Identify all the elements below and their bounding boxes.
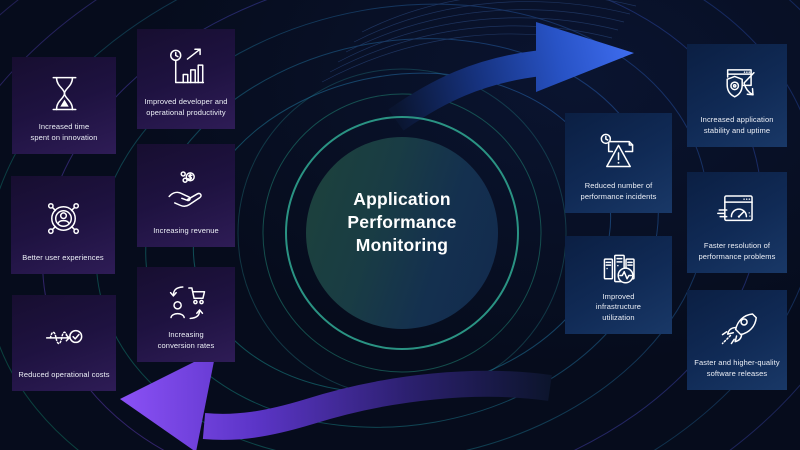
card-better-user-experiences: Better user experiences bbox=[11, 176, 115, 274]
conversion-cart-icon bbox=[164, 275, 209, 330]
card-faster-problem-resolution: Faster resolution of performance problem… bbox=[687, 172, 787, 273]
cost-reduction-icon bbox=[42, 303, 87, 370]
card-increasing-conversion-rates: Increasing conversion rates bbox=[137, 267, 235, 362]
card-label: Increased time spent on innovation bbox=[30, 122, 98, 142]
user-network-icon bbox=[41, 184, 86, 253]
card-reduced-performance-incidents: Reduced number of performance incidents bbox=[565, 113, 672, 213]
title-line-1: Application bbox=[353, 188, 451, 209]
card-label: Increased application stability and upti… bbox=[700, 115, 774, 135]
center-ring bbox=[285, 116, 519, 350]
card-label: Reduced operational costs bbox=[18, 369, 110, 379]
purple-flow-arrow bbox=[120, 351, 552, 450]
card-label: Improved infrastructure utilization bbox=[595, 291, 642, 322]
card-faster-software-releases: Faster and higher-quality software relea… bbox=[687, 290, 787, 390]
diagram-title: Application Performance Monitoring bbox=[306, 137, 498, 329]
card-application-stability-uptime: Increased application stability and upti… bbox=[687, 44, 787, 147]
card-increased-innovation-time: Increased time spent on innovation bbox=[12, 57, 116, 154]
rocket-icon bbox=[715, 298, 760, 358]
productivity-chart-icon bbox=[164, 37, 209, 97]
incident-alert-icon bbox=[596, 121, 641, 181]
card-label: Increasing conversion rates bbox=[157, 330, 215, 350]
card-label: Faster and higher-quality software relea… bbox=[694, 358, 780, 378]
title-line-2: Performance bbox=[347, 211, 457, 232]
center-circle bbox=[306, 137, 498, 329]
stability-shield-icon bbox=[715, 52, 760, 115]
card-increasing-revenue: Increasing revenue bbox=[137, 144, 235, 247]
mesh-lines bbox=[321, 0, 637, 83]
card-improved-infrastructure-utilization: Improved infrastructure utilization bbox=[565, 236, 672, 334]
card-label: Reduced number of performance incidents bbox=[580, 181, 657, 201]
hourglass-icon bbox=[42, 65, 87, 122]
card-label: Better user experiences bbox=[22, 252, 104, 262]
card-label: Faster resolution of performance problem… bbox=[698, 241, 776, 261]
card-label: Improved developer and operational produ… bbox=[144, 97, 228, 117]
blue-flow-arrow bbox=[388, 22, 634, 131]
revenue-hand-icon bbox=[164, 152, 209, 226]
title-line-3: Monitoring bbox=[355, 234, 449, 255]
card-label: Increasing revenue bbox=[153, 225, 219, 235]
infrastructure-servers-icon bbox=[596, 244, 641, 292]
card-reduced-operational-costs: Reduced operational costs bbox=[12, 295, 116, 391]
card-developer-productivity: Improved developer and operational produ… bbox=[137, 29, 235, 129]
resolution-speed-icon bbox=[715, 180, 760, 241]
